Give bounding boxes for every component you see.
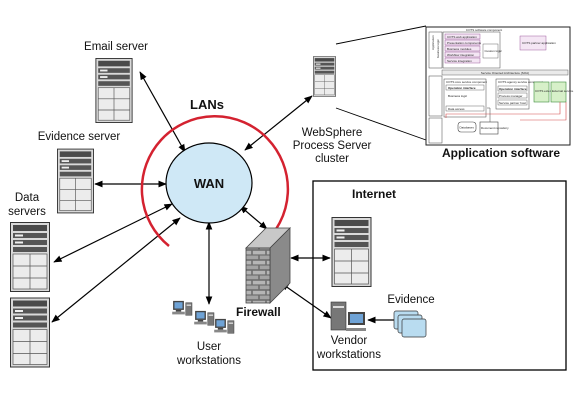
app-top-item-2: Business modules (447, 47, 472, 51)
user-workstation-1-icon (172, 300, 193, 316)
evidence-server-label: Evidence server (37, 131, 121, 143)
app-top-side-1: Custom logic (485, 49, 503, 53)
websphere-label-2: Process Server (292, 140, 372, 152)
evidence-label: Evidence (387, 294, 435, 306)
app-top-item-0: COTS web application (447, 35, 477, 39)
user-workstation-3-icon (214, 318, 235, 334)
zoom-line-bottom (335, 107, 427, 141)
app-mid-left-title: COTS core service component (446, 80, 487, 84)
app-left-caption-1: Application (431, 35, 435, 50)
data-server-2-icon (10, 297, 50, 368)
app-left-caption-2: business logic (436, 39, 440, 58)
app-mid-right-item-2: Service partner host (499, 101, 526, 105)
app-mid-left-item-1: Business logic (448, 94, 468, 98)
app-green-1: COTS external service (535, 89, 566, 93)
wan-firewall-link (239, 205, 268, 230)
lan-arc (140, 115, 290, 247)
evidence-documents-icon (393, 310, 427, 338)
app-green-2: External service (552, 89, 574, 93)
app-top-item-1: Presentation components (447, 41, 482, 45)
application-software-diagram: COTS software component Application busi… (425, 26, 574, 146)
app-mid-right-item-1: Process manager (499, 94, 523, 98)
websphere-label-3: cluster (315, 153, 349, 165)
internet-server-icon (331, 217, 372, 287)
app-mid-left-item-2: Data access (448, 107, 465, 111)
wan-cloud (165, 142, 253, 224)
app-mid-right-title: COTS agency service component (498, 80, 543, 84)
data-server-1-icon (10, 222, 50, 292)
evidence-server-icon (57, 148, 94, 214)
email-wan-link (139, 71, 186, 153)
firewall-vendor-link (280, 282, 332, 319)
firewall-icon (245, 227, 291, 304)
websphere-label-1: WebSphere (301, 127, 363, 139)
user-workstations-label-1: User (196, 341, 222, 353)
vendor-workstations-label-2: workstations (317, 349, 381, 361)
app-db-1: Databases (460, 126, 475, 130)
wan-label: WAN (193, 176, 225, 191)
data-servers-label-1: Data (14, 192, 40, 204)
websphere-server-icon (313, 56, 336, 97)
firewall-label: Firewall (236, 305, 281, 319)
vendor-workstations-label-1: Vendor (330, 335, 368, 347)
internet-label: Internet (351, 187, 396, 201)
user-workstation-2-icon (194, 310, 215, 326)
app-mid-banner: Service Oriented Architecture (SOA) (481, 71, 529, 75)
application-software-label: Application software (441, 146, 560, 160)
app-mid-right-item-0: Operation interface (499, 87, 527, 91)
app-top-item-4: Service integration (447, 59, 472, 63)
vendor-workstation-icon (330, 301, 366, 331)
app-top-item-3: Workflow integration (447, 53, 474, 57)
internet-zone (312, 180, 567, 371)
lans-label: LANs (190, 97, 224, 112)
app-db-2: Document repository (481, 126, 509, 130)
app-mid-left-item-0: Operation interface (448, 86, 476, 90)
data-servers-label-2: servers (8, 206, 46, 218)
zoom-line-top (335, 25, 427, 45)
email-server-label: Email server (84, 41, 148, 53)
websphere-wan-link (244, 95, 313, 151)
app-top-side-2: COTS partner application (522, 41, 556, 45)
app-top-banner: COTS software component (466, 28, 502, 32)
email-server-icon (95, 58, 133, 123)
app-top-items: COTS web application Presentation compon… (444, 33, 482, 64)
user-workstations-label-2: workstations (177, 355, 241, 367)
data2-wan-link (51, 217, 181, 323)
